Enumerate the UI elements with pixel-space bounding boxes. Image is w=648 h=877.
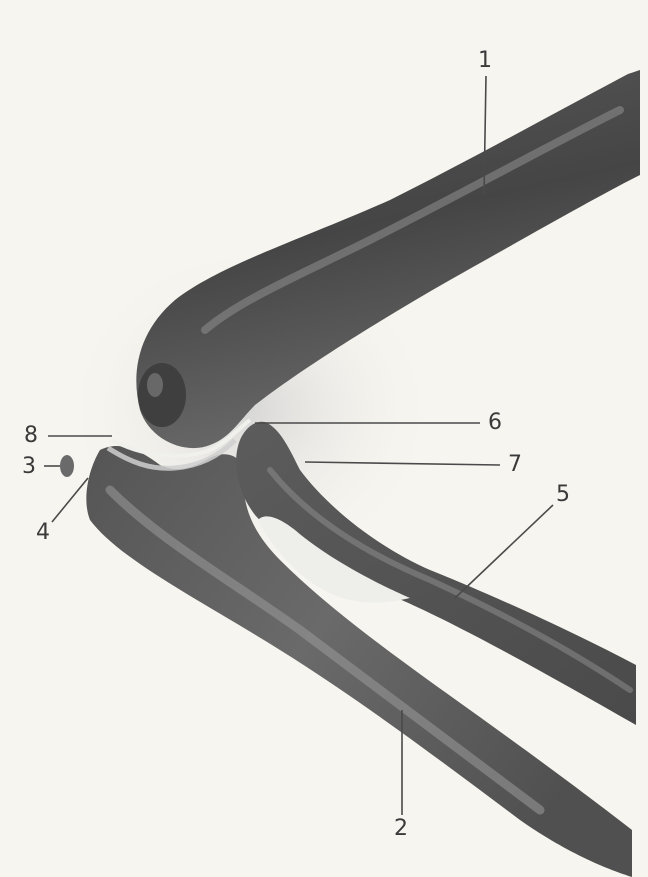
label-2: 2 bbox=[394, 818, 408, 840]
humerus-condyle-highlight bbox=[147, 373, 163, 397]
label-7: 7 bbox=[508, 454, 522, 476]
humerus-condyle bbox=[138, 363, 186, 427]
label-5: 5 bbox=[556, 484, 570, 506]
label-3: 3 bbox=[22, 456, 36, 478]
small-bone-fragment bbox=[60, 455, 74, 477]
label-1: 1 bbox=[478, 50, 492, 72]
leader-line-4 bbox=[52, 478, 88, 522]
label-6: 6 bbox=[488, 412, 502, 434]
leader-line-5 bbox=[455, 505, 553, 598]
label-8: 8 bbox=[24, 425, 38, 447]
label-4: 4 bbox=[36, 522, 50, 544]
